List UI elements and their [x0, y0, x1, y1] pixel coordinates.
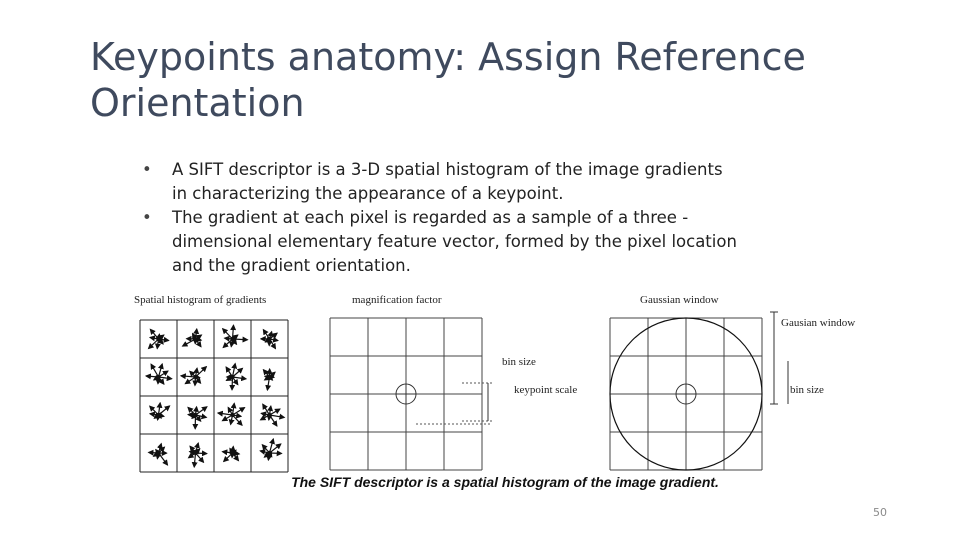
orientation-arrow — [147, 338, 159, 350]
orientation-histogram — [259, 437, 283, 462]
cell-center-dot — [230, 412, 235, 418]
bullet-item: • A SIFT descriptor is a 3-D spatial his… — [140, 158, 740, 206]
spatial-histogram-grid — [139, 319, 289, 473]
orientation-arrow — [232, 375, 248, 382]
cell-center-dot — [156, 450, 161, 456]
orientation-histogram — [225, 362, 248, 391]
cell-center-dot — [230, 374, 235, 380]
cell-center-dot — [193, 450, 198, 456]
label-keypoint-scale: keypoint scale — [514, 384, 578, 396]
figure-diagram — [139, 311, 789, 473]
page-number: 50 — [873, 506, 887, 519]
gaussian-window-circle — [609, 317, 763, 471]
figure-caption: The SIFT descriptor is a spatial histogr… — [291, 474, 719, 490]
orientation-arrow — [232, 407, 246, 416]
orientation-arrow — [269, 443, 282, 454]
orientation-arrow — [158, 452, 169, 466]
cell-center-dot — [156, 336, 161, 342]
label-gaussian-window: Gaussian window — [640, 294, 719, 306]
sift-descriptor-figure: Spatial histogram of gradients magnifica… — [130, 290, 890, 500]
cell-center-dot — [230, 450, 235, 456]
cell-center-dot — [267, 374, 272, 380]
orientation-arrow — [158, 405, 171, 416]
orientation-arrow — [195, 365, 208, 378]
orientation-arrow — [158, 375, 173, 382]
orientation-histogram — [147, 442, 169, 466]
orientation-histogram — [187, 441, 208, 469]
slide-title: Keypoints anatomy: Assign Reference Orie… — [90, 35, 806, 125]
orientation-arrow — [195, 406, 208, 416]
orientation-histogram — [262, 367, 276, 392]
cell-center-dot — [156, 374, 161, 380]
orientation-histogram — [148, 401, 171, 422]
cell-center-dot — [156, 412, 161, 418]
label-magnification-factor: magnification factor — [352, 294, 442, 306]
orientation-histogram — [147, 328, 170, 350]
cell-center-dot — [267, 336, 272, 342]
orientation-arrow — [231, 362, 238, 378]
orientation-histogram — [144, 362, 173, 385]
orientation-arrow — [221, 327, 233, 340]
orientation-histogram — [221, 445, 241, 463]
magnification-grid — [329, 317, 492, 471]
label-gaussian-window-right: Gausian window — [781, 317, 856, 329]
cell-center-dot — [267, 450, 272, 456]
orientation-histogram — [181, 327, 203, 348]
orientation-histogram — [259, 328, 279, 350]
orientation-histogram — [221, 324, 249, 349]
orientation-arrow — [181, 338, 196, 347]
bullet-text: The gradient at each pixel is regarded a… — [172, 208, 737, 275]
label-spatial-histogram: Spatial histogram of gradients — [134, 294, 267, 306]
orientation-arrow — [216, 410, 233, 417]
orientation-histogram — [179, 365, 208, 387]
bullet-list: • A SIFT descriptor is a 3-D spatial his… — [140, 158, 740, 278]
bullet-text: A SIFT descriptor is a 3-D spatial histo… — [172, 160, 723, 203]
cell-center-dot — [193, 374, 198, 380]
orientation-histogram — [186, 405, 208, 430]
orientation-histogram — [259, 403, 286, 427]
cell-center-dot — [230, 336, 235, 342]
orientation-arrow — [232, 414, 243, 427]
orientation-arrow — [157, 362, 164, 378]
label-bin-size-right: bin size — [790, 384, 824, 396]
cell-center-dot — [267, 412, 272, 418]
cell-center-dot — [193, 412, 198, 418]
orientation-arrow — [269, 413, 286, 420]
label-bin-size-left: bin size — [502, 356, 536, 368]
gaussian-window-grid — [609, 311, 789, 471]
bullet-item: • The gradient at each pixel is regarded… — [140, 206, 740, 278]
orientation-histogram — [216, 402, 246, 427]
orientation-arrow — [232, 336, 249, 343]
orientation-arrow — [268, 437, 275, 454]
orientation-arrow — [191, 452, 198, 469]
cell-center-dot — [193, 336, 198, 342]
bullet-dot-icon: • — [142, 160, 152, 179]
bullet-dot-icon: • — [142, 208, 152, 227]
orientation-arrow — [150, 363, 160, 378]
